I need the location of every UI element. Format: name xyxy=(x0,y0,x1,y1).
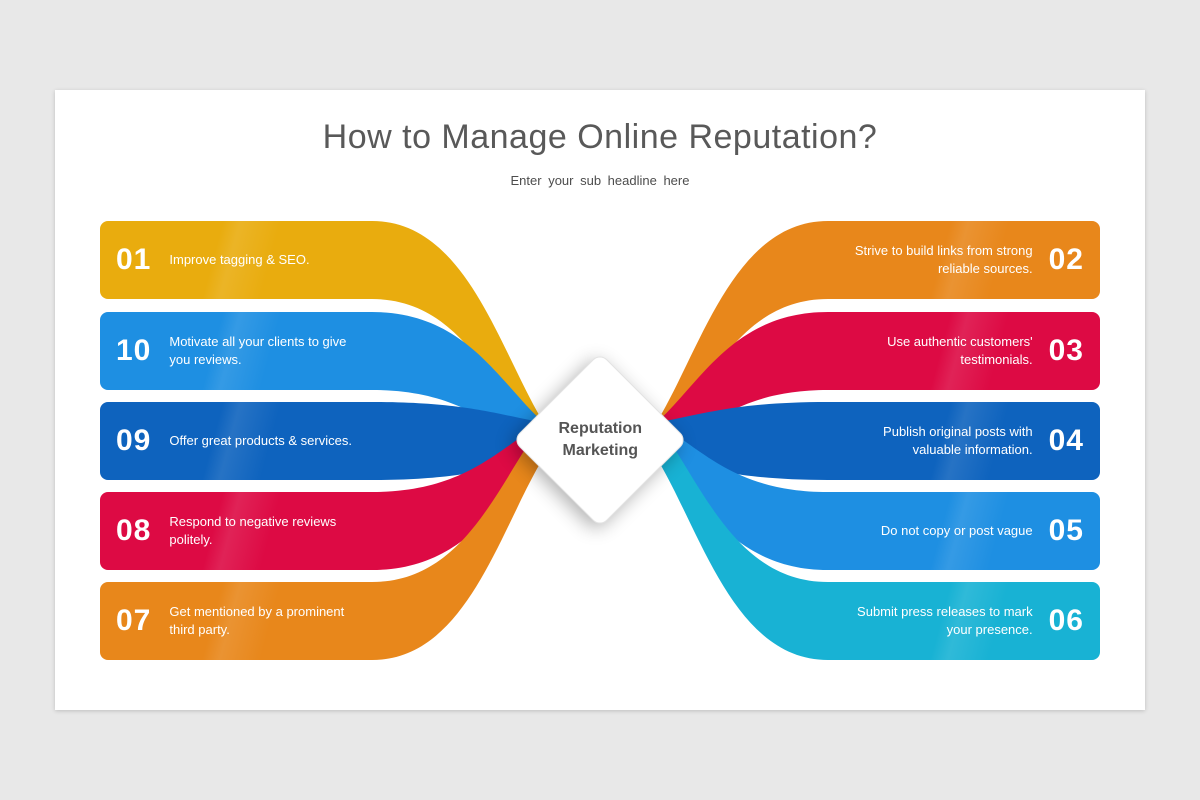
item-text: Publish original posts with valuable inf… xyxy=(883,423,1033,457)
item-number: 07 xyxy=(116,604,152,637)
item-number: 09 xyxy=(116,424,152,457)
item-text: Get mentioned by a prominent third party… xyxy=(169,603,345,637)
item-number: 02 xyxy=(1048,243,1084,276)
center-label: Reputation Marketing xyxy=(558,420,642,459)
item-number: 10 xyxy=(116,334,152,367)
item-text: Do not copy or post vague xyxy=(880,522,1033,538)
item-number: 03 xyxy=(1048,334,1084,367)
item-card-05: Do not copy or post vague 05 xyxy=(828,492,1100,570)
item-number: 05 xyxy=(1048,514,1084,547)
page-title: How to Manage Online Reputation? xyxy=(322,118,878,156)
item-text: Offer great products & services. xyxy=(169,432,352,448)
page-subtitle: Enter your sub headline here xyxy=(510,173,690,188)
item-text: Improve tagging & SEO. xyxy=(169,251,310,267)
item-number: 08 xyxy=(116,514,152,547)
item-text: Submit press releases to mark your prese… xyxy=(857,603,1033,637)
item-card-02: Strive to build links from strong reliab… xyxy=(828,221,1100,299)
item-text: Strive to build links from strong reliab… xyxy=(854,242,1033,276)
item-text: Use authentic customers' testimonials. xyxy=(887,333,1033,367)
item-card-08: 08 Respond to negative reviews politely. xyxy=(100,492,372,570)
item-card-04: Publish original posts with valuable inf… xyxy=(828,402,1100,480)
item-card-06: Submit press releases to mark your prese… xyxy=(828,582,1100,660)
item-card-10: 10 Motivate all your clients to give you… xyxy=(100,312,372,390)
item-number: 06 xyxy=(1048,604,1084,637)
item-card-07: 07 Get mentioned by a prominent third pa… xyxy=(100,582,372,660)
item-card-09: 09 Offer great products & services. xyxy=(100,402,372,480)
item-card-03: Use authentic customers' testimonials. 0… xyxy=(828,312,1100,390)
item-card-01: 01 Improve tagging & SEO. xyxy=(100,221,372,299)
item-text: Motivate all your clients to give you re… xyxy=(169,333,347,367)
item-number: 01 xyxy=(116,243,152,276)
item-text: Respond to negative reviews politely. xyxy=(169,513,337,547)
item-number: 04 xyxy=(1048,424,1084,457)
